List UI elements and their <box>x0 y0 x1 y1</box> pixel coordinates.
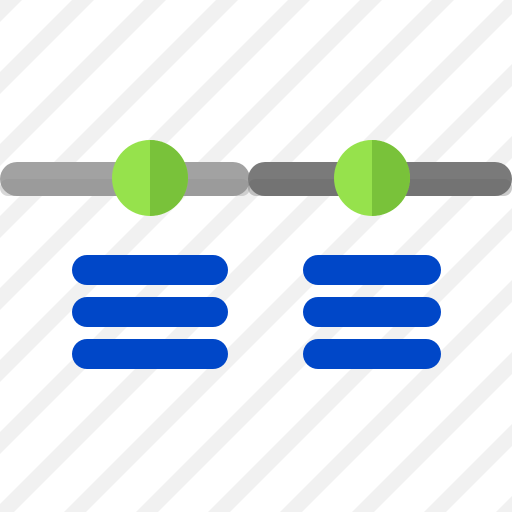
list-lines-icon <box>303 255 441 285</box>
list-left <box>72 255 228 369</box>
slider-knob-highlight <box>150 140 188 216</box>
list-lines-icon <box>303 297 441 327</box>
slider-knob-left[interactable] <box>112 140 188 216</box>
background-stripe <box>352 352 512 512</box>
background-stripe <box>0 0 94 94</box>
list-lines-icon <box>303 339 441 369</box>
slider-knob-highlight <box>372 140 410 216</box>
slider-knob-right[interactable] <box>334 140 410 216</box>
background-stripe <box>280 280 512 512</box>
background-stripe <box>424 424 512 512</box>
list-lines-icon <box>72 255 228 285</box>
background-stripe <box>0 0 166 166</box>
list-right <box>303 255 441 369</box>
list-lines-icon <box>72 297 228 327</box>
background-stripe <box>496 496 512 512</box>
list-lines-icon <box>72 339 228 369</box>
slider-track-icon <box>0 162 512 196</box>
background-stripe <box>0 0 22 22</box>
